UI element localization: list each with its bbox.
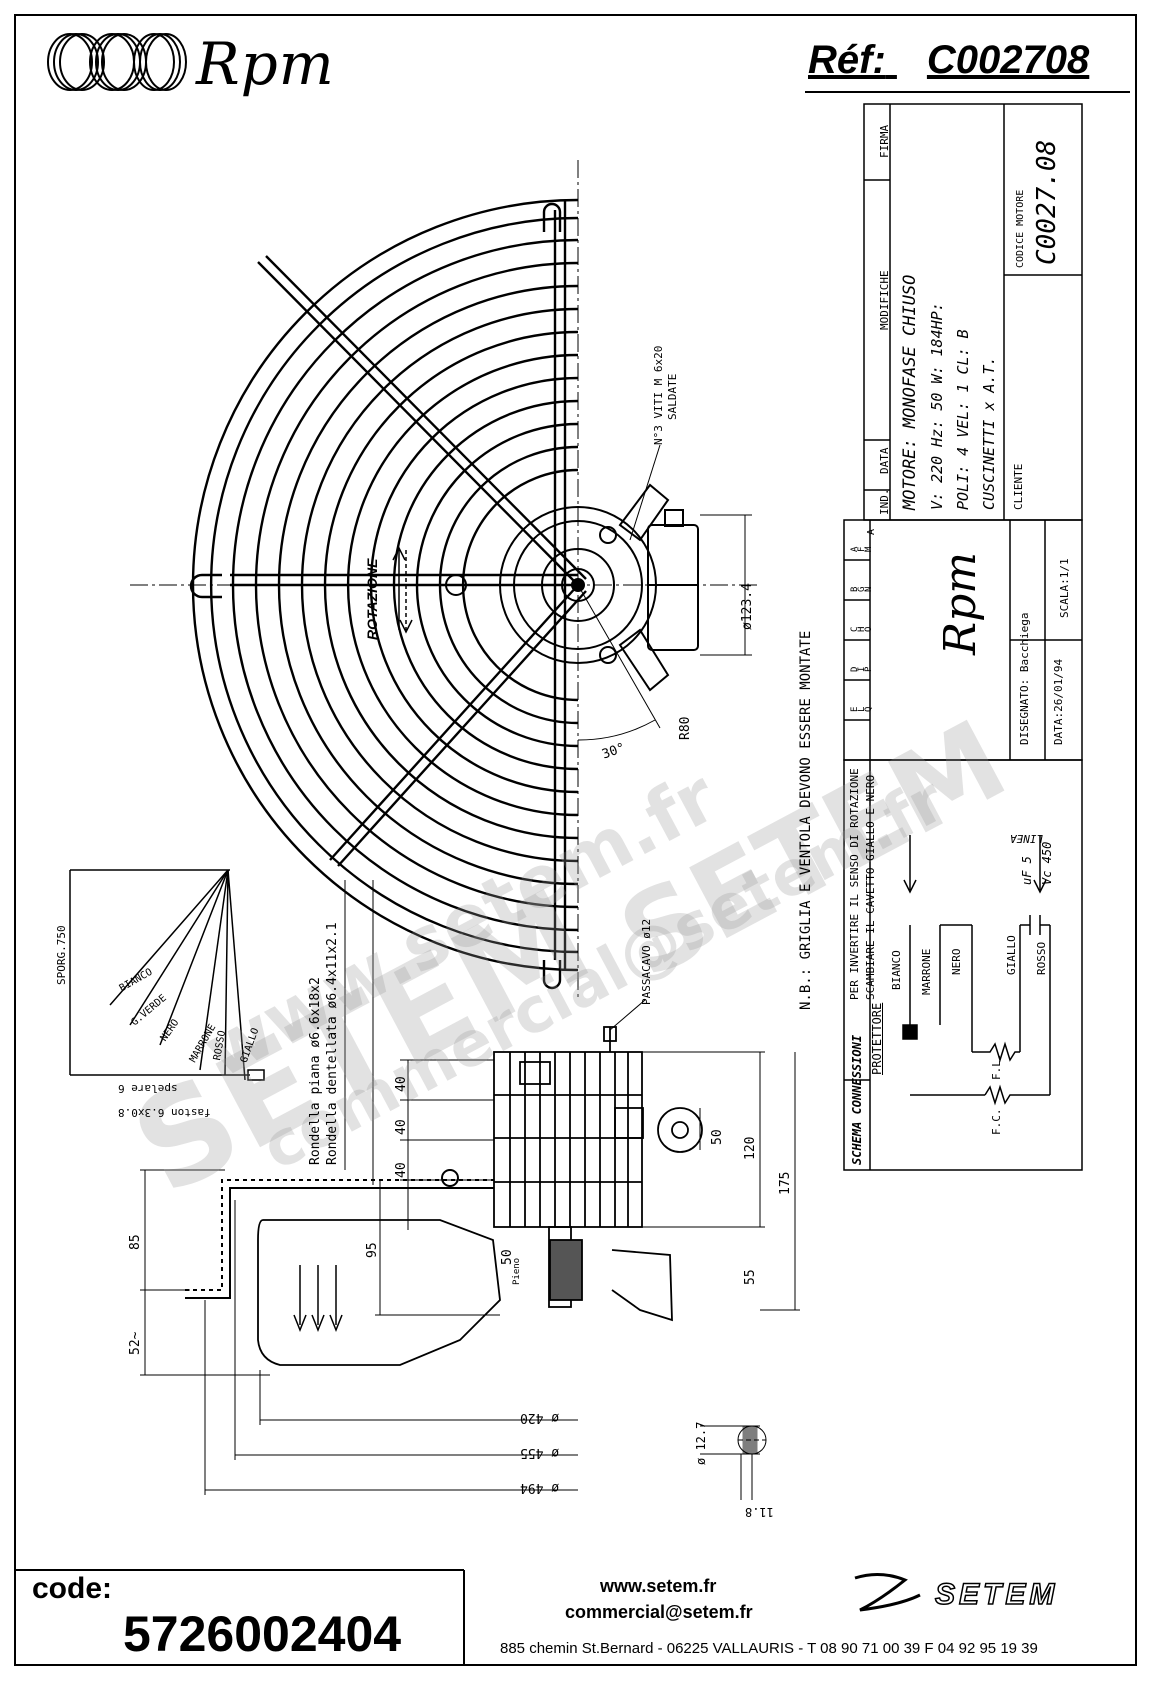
fan-blade — [257, 1219, 501, 1366]
tb-letter: M — [864, 546, 874, 552]
footer-website[interactable]: www.setem.fr — [600, 1576, 717, 1596]
footer-address: 885 chemin St.Bernard - 06225 VALLAURIS … — [500, 1640, 1038, 1657]
setem-logo: SETEM — [934, 1577, 1059, 1612]
wiring-schematic — [902, 835, 1051, 1106]
footer-email[interactable]: commercial@setem.fr — [565, 1602, 753, 1622]
reference-number: Réf: C002708 — [808, 38, 1089, 83]
rpm-coil-logo — [47, 33, 187, 91]
guard-side — [185, 1169, 494, 1299]
ref-label: Réf: — [808, 38, 886, 82]
code-value: 5726002404 — [123, 1606, 402, 1662]
tb-letter: O — [864, 626, 874, 632]
ref-value: C002708 — [926, 38, 1090, 82]
tb-letter: Q — [864, 706, 874, 712]
airflow-arrows — [293, 1265, 343, 1333]
tb-letter: N — [864, 586, 874, 592]
code-label: code: — [32, 1572, 113, 1605]
tb-letter: P — [864, 666, 874, 672]
wire-bundle — [69, 869, 265, 1081]
title-block — [843, 103, 1083, 1171]
drawing-frame — [14, 14, 1137, 1666]
motor-hub — [445, 483, 699, 692]
angle-arc — [577, 719, 656, 741]
brand-name: Rpm — [196, 30, 335, 98]
